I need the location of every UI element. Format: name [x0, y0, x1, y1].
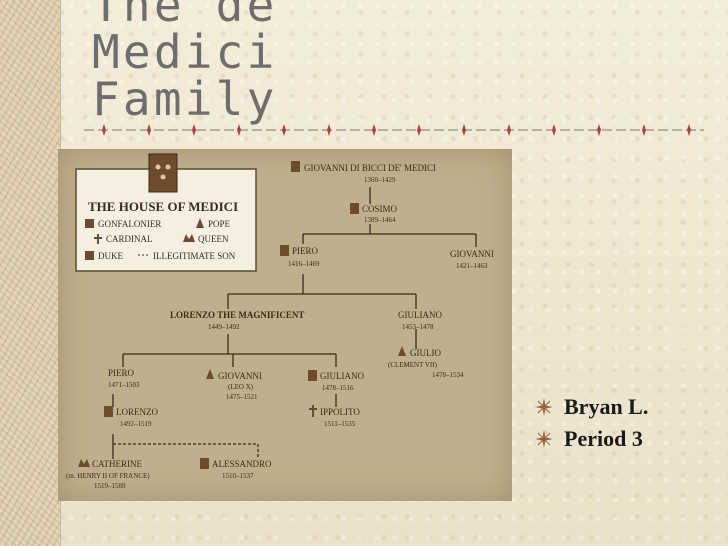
title-line-3: Family: [92, 72, 278, 126]
star-bullet-icon: [535, 430, 553, 448]
person-lorenzo-the-magnificent: LORENZO THE MAGNIFICENT 1449–1492: [170, 310, 304, 331]
svg-text:1389–1464: 1389–1464: [364, 216, 396, 224]
duke-icon: [85, 251, 94, 260]
cardinal-icon: [94, 234, 102, 244]
title-line-2: Medici: [92, 25, 278, 79]
title-line-1: The de: [92, 0, 278, 32]
slide-title: The de Medici Family: [92, 0, 278, 123]
svg-text:GIULIO: GIULIO: [410, 348, 441, 358]
left-decorative-rail: [0, 0, 61, 546]
crest-icon: [148, 153, 178, 193]
legend-box: THE HOUSE OF MEDICI GONFALONIER POPE CAR…: [75, 153, 257, 272]
person-catherine: CATHERINE (m. HENRY II OF FRANCE) 1519–1…: [66, 459, 150, 490]
svg-text:PIERO: PIERO: [292, 246, 319, 256]
svg-text:GIOVANNI: GIOVANNI: [218, 371, 262, 381]
svg-text:1475–1521: 1475–1521: [226, 393, 258, 401]
svg-text:ALESSANDRO: ALESSANDRO: [212, 459, 272, 469]
legend-pope: POPE: [208, 219, 231, 229]
bullet-list: Bryan L. Period 3: [534, 391, 648, 455]
person-giovanni-1421: GIOVANNI 1421–1463: [450, 249, 494, 270]
person-lorenzo-1492: LORENZO 1492–1519: [104, 406, 158, 428]
family-tree-svg: THE HOUSE OF MEDICI GONFALONIER POPE CAR…: [66, 153, 494, 490]
svg-text:(LEO X): (LEO X): [228, 383, 254, 391]
svg-text:GIOVANNI: GIOVANNI: [450, 249, 494, 259]
legend-queen: QUEEN: [198, 234, 229, 244]
person-cosimo: COSIMO 1389–1464: [350, 203, 398, 224]
legend-cardinal: CARDINAL: [106, 234, 153, 244]
svg-text:1471–1503: 1471–1503: [108, 381, 140, 389]
legend-illegitimate: ILLEGITIMATE SON: [153, 251, 236, 261]
bullet-item: Bryan L.: [534, 391, 648, 423]
svg-text:1510–1537: 1510–1537: [222, 472, 254, 480]
legend-title: THE HOUSE OF MEDICI: [88, 199, 238, 214]
svg-text:1478–1534: 1478–1534: [432, 371, 464, 379]
legend-gonfalonier: GONFALONIER: [98, 219, 161, 229]
person-giulio: GIULIO (CLEMENT VII) 1478–1534: [388, 346, 464, 379]
bullet-text-period: Period 3: [564, 426, 643, 451]
bullet-item: Period 3: [534, 423, 648, 455]
svg-text:GIULIANO: GIULIANO: [320, 371, 364, 381]
svg-text:1478–1516: 1478–1516: [322, 384, 354, 392]
pope-icon: [196, 218, 204, 228]
svg-text:CATHERINE: CATHERINE: [92, 459, 142, 469]
cardinal-icon: [309, 405, 317, 417]
legend-duke: DUKE: [98, 251, 123, 261]
title-divider: [84, 124, 704, 136]
pope-icon: [206, 369, 214, 379]
duke-icon: [308, 370, 317, 381]
person-piero-1471: PIERO 1471–1503: [108, 368, 140, 389]
tree-lines: [112, 187, 477, 459]
gonfalonier-icon: [85, 219, 94, 228]
svg-text:LORENZO: LORENZO: [116, 407, 158, 417]
pope-icon: [398, 346, 406, 356]
svg-text:(CLEMENT VII): (CLEMENT VII): [388, 361, 438, 369]
person-giuliano-1478: GIULIANO 1478–1516: [308, 370, 364, 392]
star-bullet-icon: [535, 398, 553, 416]
duke-icon: [104, 406, 113, 417]
person-giovanni-leo-x: GIOVANNI (LEO X) 1475–1521: [206, 369, 262, 401]
svg-text:1421–1463: 1421–1463: [456, 262, 488, 270]
svg-text:1360–1429: 1360–1429: [364, 176, 396, 184]
svg-text:1416–1469: 1416–1469: [288, 260, 320, 268]
person-ippolito: IPPOLITO 1511–1535: [309, 405, 360, 428]
queen-icon: [78, 459, 90, 467]
svg-text:1492–1519: 1492–1519: [120, 420, 152, 428]
svg-text:(m. HENRY II OF FRANCE): (m. HENRY II OF FRANCE): [66, 472, 150, 480]
person-giuliano-1453: GIULIANO 1453–1478: [398, 310, 442, 331]
person-piero-1416: PIERO 1416–1469: [280, 245, 320, 268]
svg-text:1519–1589: 1519–1589: [94, 482, 126, 490]
person-alessandro: ALESSANDRO 1510–1537: [200, 458, 272, 480]
svg-text:PIERO: PIERO: [108, 368, 135, 378]
gonfalonier-icon: [291, 161, 300, 172]
svg-text:1449–1492: 1449–1492: [208, 323, 240, 331]
queen-icon: [183, 234, 195, 242]
bullet-text-author: Bryan L.: [564, 394, 649, 419]
svg-text:1453–1478: 1453–1478: [402, 323, 434, 331]
gonfalonier-icon: [280, 245, 289, 256]
gonfalonier-icon: [350, 203, 359, 214]
duke-icon: [200, 458, 209, 469]
person-giovanni-di-bicci: GIOVANNI DI BICCI DE' MEDICI 1360–1429: [291, 161, 436, 184]
svg-text:GIULIANO: GIULIANO: [398, 310, 442, 320]
svg-text:COSIMO: COSIMO: [362, 204, 398, 214]
svg-text:GIOVANNI DI BICCI DE' MEDICI: GIOVANNI DI BICCI DE' MEDICI: [304, 163, 436, 173]
svg-text:1511–1535: 1511–1535: [324, 420, 356, 428]
medici-family-tree-image: THE HOUSE OF MEDICI GONFALONIER POPE CAR…: [58, 149, 512, 501]
svg-text:LORENZO THE MAGNIFICENT: LORENZO THE MAGNIFICENT: [170, 310, 304, 320]
svg-text:IPPOLITO: IPPOLITO: [320, 407, 360, 417]
